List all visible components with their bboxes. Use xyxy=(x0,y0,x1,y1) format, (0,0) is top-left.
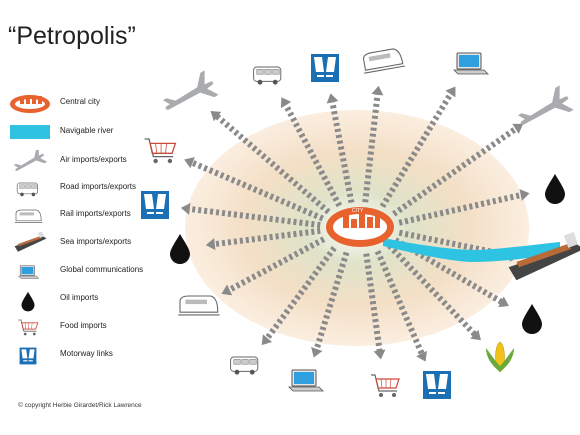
legend-label: Sea imports/exports xyxy=(60,237,132,246)
flow-arrow-head xyxy=(416,350,427,362)
legend-item-sea: Sea imports/exports xyxy=(10,232,150,256)
flow-arrow xyxy=(312,251,350,353)
bus-icon xyxy=(16,182,38,197)
laptop-icon xyxy=(288,369,324,392)
train-icon xyxy=(360,46,406,74)
plane-icon xyxy=(11,150,48,174)
legend-item-navigable-river: Navigable river xyxy=(10,121,150,145)
flow-arrow-head xyxy=(519,189,530,201)
flow-arrow-head xyxy=(205,238,216,251)
page-title: “Petropolis” xyxy=(8,22,136,50)
flow-arrow-head xyxy=(311,347,323,358)
legend-label: Air imports/exports xyxy=(60,155,127,164)
flow-arrow-head xyxy=(184,157,195,169)
bus-icon xyxy=(230,356,259,376)
flow-arrow-head xyxy=(445,86,456,98)
corn-icon xyxy=(485,341,515,373)
flow-arrow-head xyxy=(371,85,384,96)
legend-label: Global communications xyxy=(60,265,144,274)
flow-arrow xyxy=(225,236,326,294)
flow-arrow xyxy=(379,89,455,209)
flow-arrow xyxy=(213,112,331,215)
copyright-notice: © copyright Herbie Girardet/Rick Lawrenc… xyxy=(18,402,142,409)
flow-arrow xyxy=(281,101,343,208)
flow-arrow-head xyxy=(280,97,292,109)
flow-arrow xyxy=(387,243,479,339)
flow-arrow-head xyxy=(373,349,386,360)
oil-drop-icon xyxy=(21,291,35,312)
flow-arrow xyxy=(211,227,321,248)
flow-arrow-head xyxy=(326,93,339,104)
flow-arrow xyxy=(362,91,381,203)
flow-arrow-head xyxy=(470,329,481,341)
legend-label: Motorway links xyxy=(60,349,113,358)
legend-item-motorway: Motorway links xyxy=(10,344,150,368)
flow-arrow-head xyxy=(261,334,273,346)
motorway-icon xyxy=(422,370,452,400)
legend-item-road: Road imports/exports xyxy=(10,177,150,201)
legend-item-central-city: Central city xyxy=(10,92,150,116)
oil-drop-icon xyxy=(545,174,565,204)
plane-icon xyxy=(513,84,575,137)
oil-drop-icon xyxy=(522,304,542,334)
legend-label: Navigable river xyxy=(60,126,114,135)
legend-label: Central city xyxy=(60,97,101,106)
city-icon xyxy=(10,95,50,113)
legend-item-rail: Rail imports/exports xyxy=(10,204,150,228)
legend-label: Rail imports/exports xyxy=(60,209,131,218)
train-icon xyxy=(177,295,221,316)
ship-icon xyxy=(14,232,47,252)
legend-item-food: Food imports xyxy=(10,316,150,340)
legend-item-oil: Oil imports xyxy=(10,288,150,312)
cart-icon xyxy=(17,319,39,336)
legend-label: Food imports xyxy=(60,321,107,330)
laptop-icon xyxy=(453,52,489,75)
flow-arrow-head xyxy=(180,202,191,215)
motorway-icon xyxy=(310,53,340,83)
flow-arrow xyxy=(363,253,383,354)
laptop-icon xyxy=(18,265,40,279)
city-label: CITY xyxy=(352,208,364,214)
flow-arrow xyxy=(392,124,520,217)
river-icon xyxy=(10,125,50,139)
motorway-icon xyxy=(18,347,38,365)
bus-icon xyxy=(253,66,282,86)
flow-arrow-head xyxy=(512,123,524,134)
legend-item-air: Air imports/exports xyxy=(10,150,150,174)
flow-arrow xyxy=(186,205,321,229)
flow-arrow-head xyxy=(210,111,222,122)
flow-arrow-head xyxy=(498,296,509,308)
legend-item-communications: Global communications xyxy=(10,260,150,284)
plane-icon xyxy=(158,69,220,122)
legend: Central city Navigable river Air imports… xyxy=(10,0,150,435)
flow-arrow-head xyxy=(221,284,233,296)
cart-icon xyxy=(370,374,400,398)
flow-arrow xyxy=(374,250,426,358)
train-icon xyxy=(14,209,43,223)
flow-arrow xyxy=(188,158,324,222)
legend-label: Road imports/exports xyxy=(60,182,137,191)
legend-label: Oil imports xyxy=(60,293,99,302)
central-city: CITY xyxy=(326,207,394,247)
navigable-river xyxy=(383,238,560,262)
flow-arrow xyxy=(263,246,337,343)
